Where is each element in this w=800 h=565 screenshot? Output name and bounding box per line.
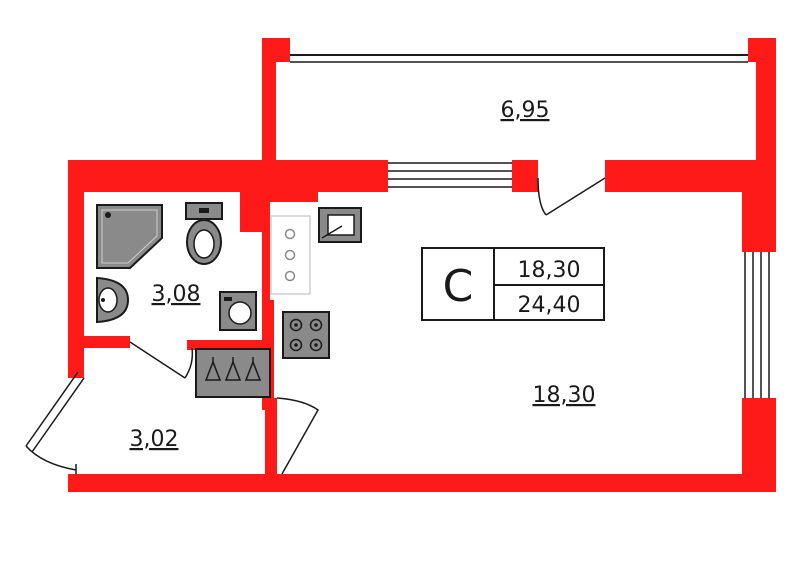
bathroom-door <box>129 341 194 379</box>
main-room-area-label: 18,30 <box>533 383 596 408</box>
closet-door <box>276 397 319 475</box>
balcony-area-label: 6,95 <box>501 98 550 123</box>
hallway-area-label: 3,02 <box>130 427 179 452</box>
stove-icon <box>282 311 330 359</box>
entrance-door <box>25 371 85 474</box>
total-area-value: 24,40 <box>518 293 581 318</box>
balcony-outline <box>290 54 748 63</box>
wardrobe-icon <box>195 348 271 398</box>
walls <box>68 38 776 492</box>
kitchen-sink-icon <box>318 207 362 243</box>
living-area-value: 18,30 <box>518 258 581 283</box>
window-right <box>744 252 770 398</box>
toilet-icon <box>185 202 223 265</box>
ventilation-shaft-icon <box>270 215 311 295</box>
window-top <box>388 162 512 188</box>
washbasin-icon <box>96 276 130 324</box>
balcony-door <box>537 177 606 216</box>
bathroom-area-label: 3,08 <box>152 282 201 307</box>
area-summary-box: C 18,30 24,40 <box>421 247 605 321</box>
washing-machine-icon <box>219 291 257 331</box>
apartment-type-letter: C <box>443 261 474 312</box>
shower-tray-icon <box>96 204 163 269</box>
